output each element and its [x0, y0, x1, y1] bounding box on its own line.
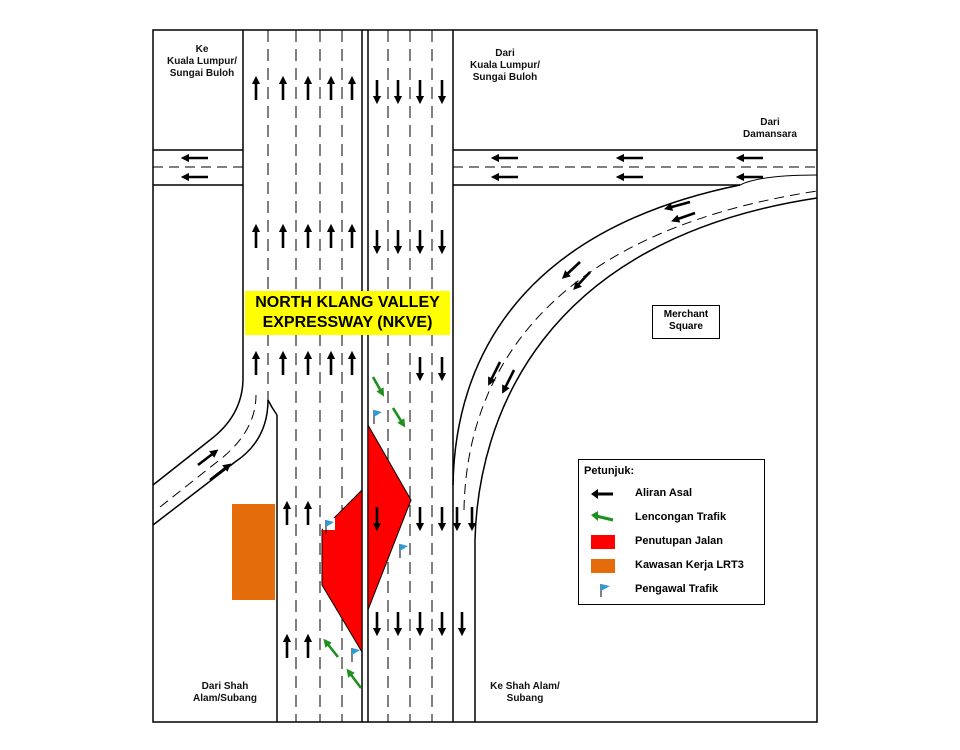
flag-icon — [351, 648, 360, 662]
flag-icon — [600, 584, 610, 597]
flag-icon — [373, 410, 382, 424]
red-box-icon — [591, 535, 615, 549]
ramp-arrows — [197, 200, 696, 482]
legend-item-original-flow: Aliran Asal — [587, 484, 762, 504]
legend-item-traffic-controller: Pengawal Trafik — [587, 580, 762, 600]
merchant-square-building: Merchant Square — [652, 305, 720, 339]
lrt3-work-zone — [232, 504, 275, 600]
map-frame — [152, 29, 818, 723]
legend-label: Penutupan Jalan — [635, 535, 724, 547]
label-from-damansara: Dari Damansara — [743, 117, 797, 140]
label-to-kuala-lumpur: Ke Kuala Lumpur/ Sungai Buloh — [166, 44, 237, 79]
label-from-kuala-lumpur: Dari Kuala Lumpur/ Sungai Buloh — [469, 48, 540, 83]
flag-icon — [323, 518, 335, 534]
green-arrow-icon — [591, 511, 614, 522]
horizontal-road-right — [452, 149, 817, 186]
legend-item-detour: Lencongan Trafik — [587, 508, 762, 528]
legend-title: Petunjuk: — [584, 465, 635, 477]
road-closure-area-left — [321, 488, 363, 654]
expressway-title: NORTH KLANG VALLEY EXPRESSWAY (NKVE) — [245, 291, 450, 335]
road-closure-area — [367, 423, 412, 611]
traffic-controller-flags — [323, 410, 409, 662]
westbound-arrows — [180, 153, 763, 182]
left-slip-road — [152, 377, 269, 526]
legend-label: Aliran Asal — [635, 487, 693, 499]
legend-label: Pengawal Trafik — [635, 583, 719, 595]
right-loop-ramp — [452, 174, 818, 541]
northbound-arrows — [251, 75, 357, 658]
southbound-arrows — [372, 80, 477, 637]
black-arrow-icon — [591, 489, 613, 499]
legend-item-work-zone: Kawasan Kerja LRT3 — [587, 556, 762, 576]
legend: Petunjuk: Aliran Asal Lencongan Trafik P… — [578, 459, 765, 605]
horizontal-road-left — [153, 149, 244, 186]
flag-icon — [397, 542, 409, 558]
legend-label: Lencongan Trafik — [635, 511, 727, 523]
detour-arrows — [323, 376, 406, 689]
label-to-shah-alam: Ke Shah Alam/ Subang — [490, 681, 560, 704]
legend-label: Kawasan Kerja LRT3 — [635, 559, 744, 571]
orange-box-icon — [591, 559, 615, 573]
label-from-shah-alam: Dari Shah Alam/Subang — [193, 681, 257, 704]
legend-item-road-closure: Penutupan Jalan — [587, 532, 762, 552]
